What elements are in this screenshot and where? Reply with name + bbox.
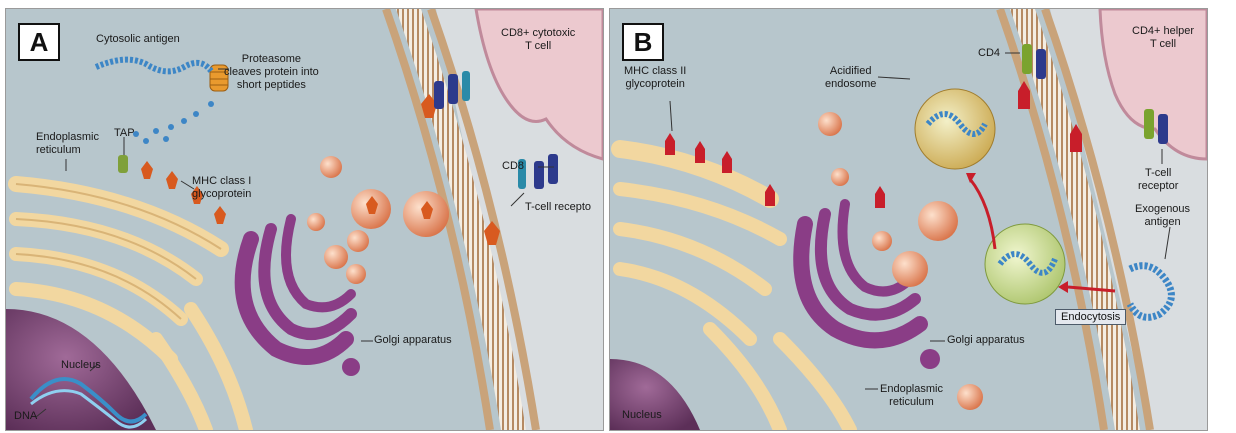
label-dna: DNA (14, 410, 37, 423)
label-cd4-t-cell: CD4+ helper T cell (1132, 25, 1194, 51)
label-endocytosis: Endocytosis (1055, 309, 1126, 325)
label-golgi-apparatus: Golgi apparatus (374, 334, 452, 347)
panel-b-illustration (610, 9, 1207, 430)
label-cd8: CD8 (502, 160, 524, 173)
label-t-cell-receptor: T-cell recepto (525, 201, 591, 214)
panel-a-letter: A (18, 23, 60, 61)
panel-b-letter: B (622, 23, 664, 61)
label-mhc-class-i: MHC class I glycoprotein (192, 175, 251, 201)
label-cd8-t-cell: CD8+ cytotoxic T cell (501, 27, 575, 53)
label-tap: TAP (114, 127, 135, 140)
label-proteasome: Proteasome cleaves protein into short pe… (224, 53, 319, 92)
label-cytosolic-antigen: Cytosolic antigen (96, 33, 180, 46)
label-acidified-endosome: Acidified endosome (825, 65, 876, 91)
label-nucleus: Nucleus (61, 359, 101, 372)
panel-b: B MHC class II glycoprotein Acidified en… (609, 8, 1208, 431)
label-endoplasmic-reticulum: Endoplasmic reticulum (36, 131, 99, 157)
panel-a: A Cytosolic antigen Proteasome cleaves p… (5, 8, 604, 431)
label-golgi-apparatus: Golgi apparatus (947, 334, 1025, 347)
label-t-cell-receptor: T-cell receptor (1138, 167, 1178, 193)
label-mhc-class-ii: MHC class II glycoprotein (624, 65, 686, 91)
label-cd4: CD4 (978, 47, 1000, 60)
label-endoplasmic-reticulum: Endoplasmic reticulum (880, 383, 943, 409)
tap-transporter (118, 155, 128, 173)
label-nucleus: Nucleus (622, 409, 662, 422)
label-exogenous-antigen: Exogenous antigen (1135, 203, 1190, 229)
